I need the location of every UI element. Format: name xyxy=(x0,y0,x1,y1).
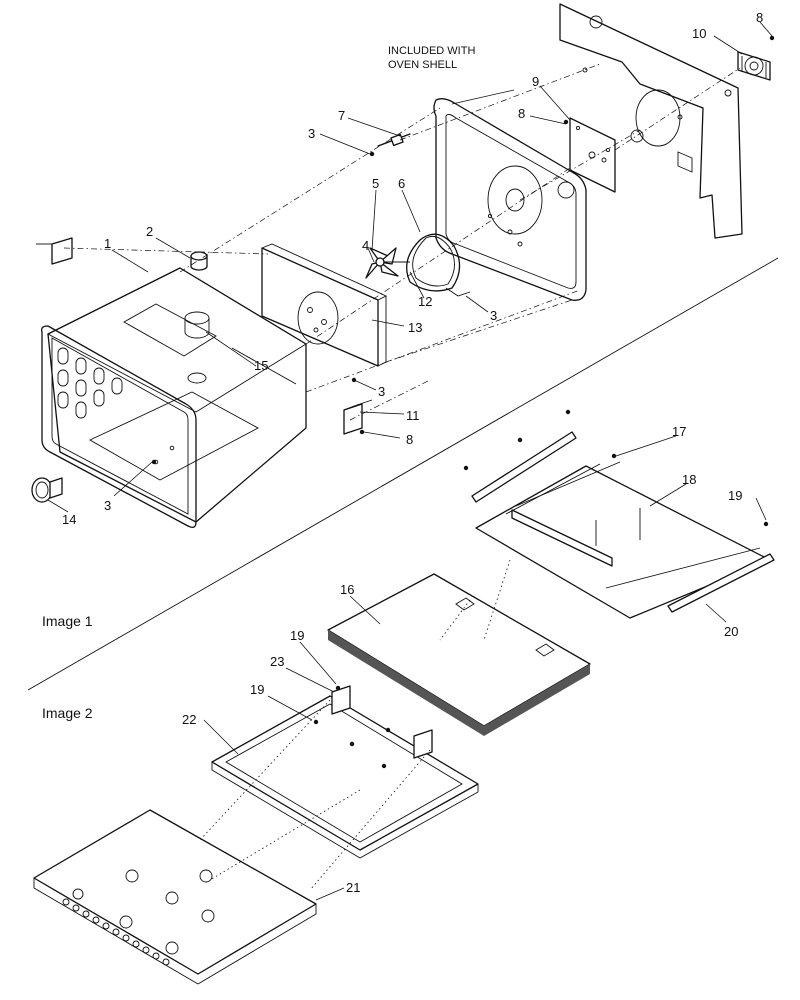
note-line-1: INCLUDED WITH xyxy=(388,45,475,57)
section-divider-line xyxy=(27,257,779,691)
knob-part-14 xyxy=(31,477,63,503)
base-plate-hole-row xyxy=(62,898,170,966)
section-label-image-1: Image 1 xyxy=(42,613,93,629)
callout-9: 9 xyxy=(532,74,539,89)
bottom-panel-part-18 xyxy=(475,461,771,619)
insulation-panel-part-16 xyxy=(327,573,591,736)
oven-cavity-part-1 xyxy=(40,267,307,528)
rail-part-20 xyxy=(667,553,775,613)
callout-6: 6 xyxy=(398,176,405,191)
cap-part-2 xyxy=(190,251,208,271)
rail-inner xyxy=(511,509,613,567)
leader-lines xyxy=(47,21,773,901)
bracket-part-23 xyxy=(331,685,433,759)
callout-8-lower: 8 xyxy=(406,432,413,447)
callout-20: 20 xyxy=(724,624,738,639)
callout-3-mid: 3 xyxy=(378,384,385,399)
assembly-lines xyxy=(63,63,741,891)
callout-17: 17 xyxy=(672,424,686,439)
fan-blade-part-5 xyxy=(365,247,410,279)
heating-element-part-6 xyxy=(406,233,471,297)
callout-11: 11 xyxy=(406,408,420,423)
callout-2: 2 xyxy=(146,224,153,239)
callout-13: 13 xyxy=(408,320,422,335)
callout-4: 4 xyxy=(362,238,369,253)
screw-markers xyxy=(151,35,775,769)
callout-14: 14 xyxy=(62,512,76,527)
rail-part-17 xyxy=(471,431,577,503)
left-bracket xyxy=(36,237,73,265)
callout-1: 1 xyxy=(104,236,111,251)
motor-part-10 xyxy=(737,51,771,81)
callout-5: 5 xyxy=(372,176,379,191)
callout-22: 22 xyxy=(182,712,196,727)
callout-18: 18 xyxy=(682,472,696,487)
callout-19-lower: 19 xyxy=(250,682,264,697)
vent-slots xyxy=(57,347,123,419)
plate-part-9 xyxy=(569,117,616,193)
callout-23: 23 xyxy=(270,654,284,669)
callout-21: 21 xyxy=(346,880,360,895)
callout-8-top: 8 xyxy=(756,10,763,25)
back-frame-panel xyxy=(433,98,587,301)
section-label-image-2: Image 2 xyxy=(42,705,93,721)
callout-3-top: 3 xyxy=(308,126,315,141)
callout-7: 7 xyxy=(338,108,345,123)
callout-12: 12 xyxy=(418,294,432,309)
callout-15: 15 xyxy=(254,358,268,373)
callout-3-right: 3 xyxy=(490,308,497,323)
bracket-part-11 xyxy=(343,399,373,435)
callout-3-bottom: 3 xyxy=(104,498,111,513)
base-plate-part-21 xyxy=(33,809,317,985)
tray-frame-part-22 xyxy=(211,695,479,859)
baffle-panel-part-13 xyxy=(261,243,388,367)
callout-8-mid: 8 xyxy=(518,106,525,121)
note-line-2: OVEN SHELL xyxy=(388,59,457,71)
oven-shell xyxy=(559,3,743,239)
callout-16: 16 xyxy=(340,582,354,597)
callout-19-right: 19 xyxy=(728,488,742,503)
callout-10: 10 xyxy=(692,26,706,41)
callout-19-upper: 19 xyxy=(290,628,304,643)
